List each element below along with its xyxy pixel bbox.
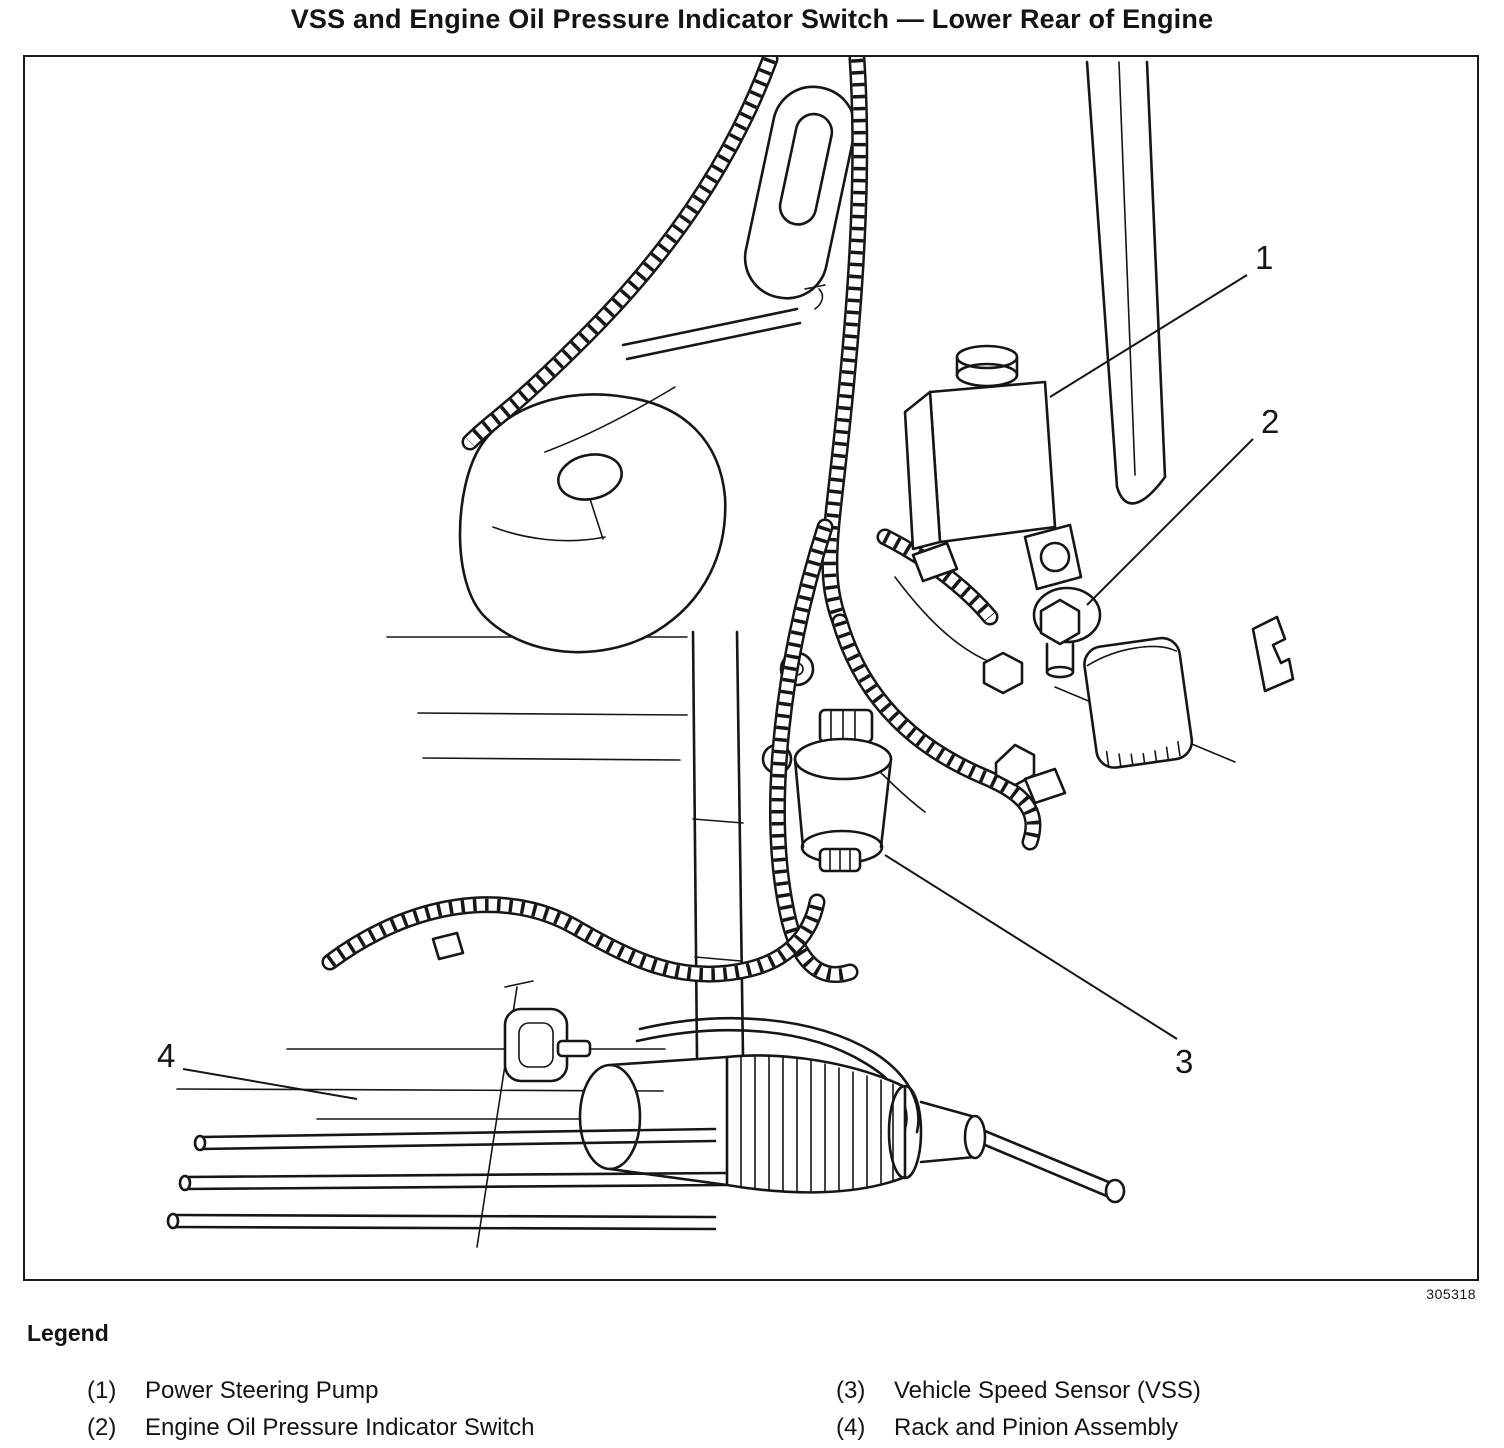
pressure-lines (166, 1127, 727, 1231)
legend-item: (4) Rack and Pinion Assembly (836, 1414, 1477, 1442)
callout-4-number: 4 (157, 1037, 175, 1074)
legend-columns: (1) Power Steering Pump (2) Engine Oil P… (27, 1377, 1477, 1442)
legend: Legend (1) Power Steering Pump (2) Engin… (27, 1320, 1477, 1442)
callout-3: 3 (884, 854, 1193, 1080)
power-steering-pump (903, 344, 1083, 591)
legend-item-number: (2) (87, 1414, 117, 1441)
callouts: 1 2 3 4 (157, 239, 1279, 1100)
figure-title: VSS and Engine Oil Pressure Indicator Sw… (290, 4, 1214, 34)
engine-block-lines (176, 630, 815, 1248)
vehicle-speed-sensor (793, 708, 893, 873)
harness-connector (911, 541, 959, 583)
pump-housing (458, 393, 727, 654)
callout-2-leader (1086, 438, 1254, 606)
legend-item: (2) Engine Oil Pressure Indicator Switch (87, 1414, 752, 1442)
drive-belt (1085, 60, 1167, 505)
legend-heading: Legend (27, 1320, 109, 1346)
callout-4: 4 (157, 1037, 358, 1100)
callout-2-number: 2 (1261, 403, 1279, 440)
rack-and-pinion-assembly (166, 1007, 1126, 1231)
legend-item-number: (3) (836, 1377, 866, 1404)
oil-filter (1083, 636, 1194, 769)
callout-1: 1 (1049, 239, 1273, 398)
figure-frame: 1 2 3 4 (23, 55, 1479, 1281)
legend-item-label: Power Steering Pump (145, 1377, 379, 1404)
callout-3-number: 3 (1175, 1043, 1193, 1080)
legend-item: (3) Vehicle Speed Sensor (VSS) (836, 1377, 1477, 1405)
legend-item-label: Rack and Pinion Assembly (894, 1414, 1179, 1441)
connector-cluster (982, 651, 1236, 805)
figure-number: 305318 (1426, 1286, 1476, 1302)
callout-1-number: 1 (1255, 239, 1273, 276)
legend-item-label: Engine Oil Pressure Indicator Switch (145, 1414, 535, 1441)
legend-item-number: (1) (87, 1377, 117, 1404)
legend-item-number: (4) (836, 1414, 866, 1441)
bracket-clamp (621, 284, 826, 361)
callout-3-leader (884, 854, 1178, 1040)
clip-connector (1251, 615, 1295, 693)
legend-item-label: Vehicle Speed Sensor (VSS) (894, 1377, 1201, 1404)
engine-diagram: 1 2 3 4 (157, 57, 1295, 1248)
legend-column-right: (3) Vehicle Speed Sensor (VSS) (4) Rack … (752, 1377, 1477, 1442)
legend-item: (1) Power Steering Pump (87, 1377, 752, 1405)
hose-clamp (431, 931, 465, 961)
callout-2: 2 (1086, 403, 1279, 606)
legend-column-left: (1) Power Steering Pump (2) Engine Oil P… (27, 1377, 752, 1442)
callout-1-leader (1049, 274, 1248, 398)
wiring-harness (321, 57, 1042, 983)
mounting-bracket (743, 85, 857, 300)
oil-pressure-switch (1032, 586, 1102, 679)
callout-4-leader (182, 1068, 358, 1100)
